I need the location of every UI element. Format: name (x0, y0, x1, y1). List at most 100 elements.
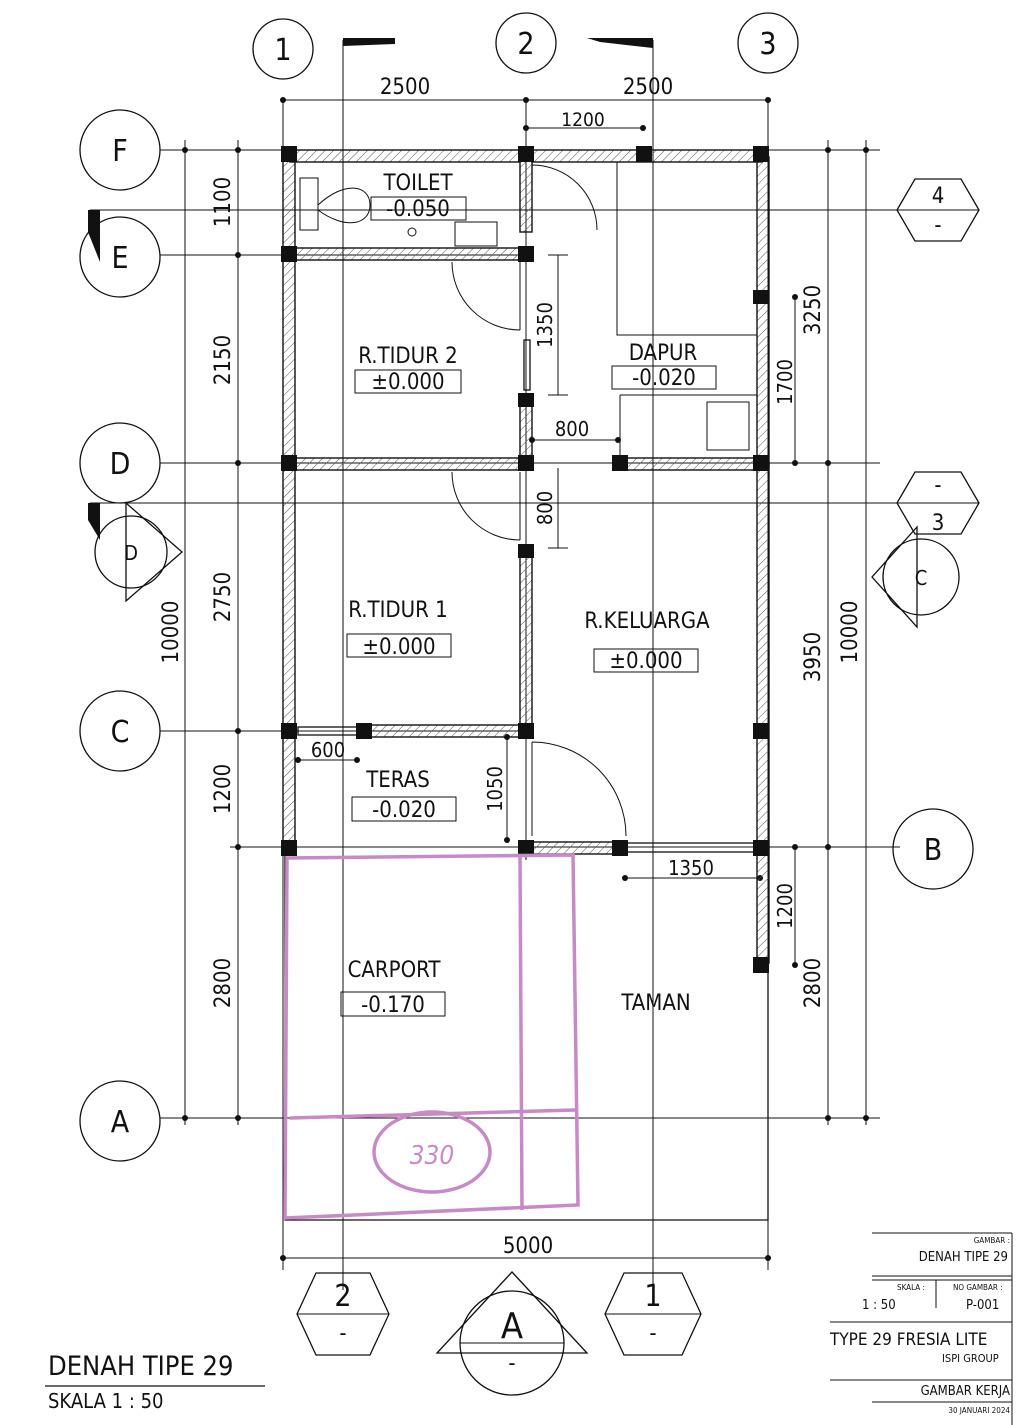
dim-int-1050: 1050 (483, 766, 507, 812)
tb-gambar-value: DENAH TIPE 29 (918, 1250, 1008, 1265)
dim-right-outer: 10000 (838, 601, 863, 664)
room-taman-name: TAMAN (620, 991, 690, 1016)
grid-bubble-e: E (111, 241, 128, 276)
wall (289, 247, 523, 261)
dim-int-800-v: 800 (533, 491, 557, 525)
room-teras-level: -0.020 (372, 798, 436, 823)
wall (756, 156, 770, 468)
walls (281, 146, 770, 973)
grid-bubble-3: 3 (759, 27, 776, 62)
dim-left-4: 1200 (211, 764, 236, 814)
room-carport-name: CARPORT (348, 958, 442, 983)
wall (756, 462, 770, 849)
elevation-c-letter: C (915, 566, 928, 590)
dim-top-1: 2500 (380, 75, 430, 100)
dim-left-3: 2750 (211, 572, 236, 622)
tb-gambar-label: GAMBAR : (973, 1236, 1010, 1245)
room-tidur1-name: R.TIDUR 1 (348, 598, 448, 623)
room-teras-name: TERAS (365, 768, 430, 793)
tb-date: 30 JANUARI 2024 (948, 1406, 1010, 1415)
grid-bubbles: 1 2 3 F E D C B A (79, 12, 974, 1162)
tb-company: ISPI GROUP (942, 1352, 999, 1365)
wall (289, 149, 521, 163)
room-dapur-name: DAPUR (629, 341, 698, 366)
dim-int-1350: 1350 (533, 302, 557, 348)
wall (519, 547, 533, 732)
hand-annotation (283, 853, 580, 1220)
dimension-text: 2500 2500 1200 10000 1100 2150 2750 1200… (159, 75, 863, 1259)
title-block-frame (830, 1232, 1013, 1425)
room-tidur2-level: ±0.000 (371, 370, 444, 395)
section-1-sheet: - (649, 1321, 656, 1346)
carport-mark (289, 854, 576, 1211)
section-4-sheet: - (934, 213, 941, 238)
wall (619, 457, 763, 471)
section-flag-4 (88, 210, 100, 262)
elevation-d-letter: D (124, 541, 138, 565)
site-outline (284, 848, 769, 1221)
dim-int-1350-b: 1350 (668, 856, 714, 880)
dimension-lines (182, 97, 869, 1261)
section-1-number: 1 (644, 1279, 661, 1314)
room-toilet-level: -0.050 (386, 197, 450, 222)
dim-right-1: 3250 (801, 285, 826, 335)
dim-int-1200: 1200 (773, 883, 797, 929)
tb-skala-label: SKALA : (897, 1283, 925, 1292)
section-flag-3 (88, 503, 100, 540)
dim-right-2: 3950 (801, 632, 826, 682)
grid-bubble-2: 2 (517, 27, 534, 62)
section-2-sheet: - (339, 1321, 346, 1346)
wall (756, 847, 770, 964)
dim-left-2: 2150 (211, 335, 236, 385)
room-labels: TOILET -0.050 R.TIDUR 2 ±0.000 DAPUR -0.… (340, 171, 717, 1018)
grid-bubble-d: D (110, 447, 131, 482)
grid-bubble-c: C (111, 715, 130, 750)
door-toilet (531, 164, 598, 231)
dim-top-2: 2500 (623, 75, 673, 100)
grid-bubble-a: A (111, 1105, 130, 1140)
wall (289, 457, 523, 471)
dim-right-3: 2800 (801, 958, 826, 1008)
room-tidur1-level: ±0.000 (362, 635, 435, 660)
annotation-circle (372, 1110, 492, 1194)
grid-bubble-f: F (112, 134, 128, 169)
room-tidur2-name: R.TIDUR 2 (358, 344, 458, 369)
wall (519, 156, 533, 233)
drawing-title-heading: DENAH TIPE 29 (48, 1351, 233, 1382)
tb-skala-value: 1 : 50 (862, 1298, 896, 1313)
section-2-number: 2 (334, 1279, 351, 1314)
dim-int-800-h: 800 (555, 417, 589, 441)
room-toilet-name: TOILET (382, 171, 453, 196)
kitchen-sink (706, 401, 750, 451)
room-carport-level: -0.170 (361, 993, 425, 1018)
door-main (531, 741, 627, 837)
dim-bottom: 5000 (503, 1234, 553, 1259)
sink (454, 221, 498, 247)
tb-no-value: P-001 (966, 1298, 1000, 1313)
door-tidur-2 (451, 261, 521, 331)
drawing-title: DENAH TIPE 29 SKALA 1 : 50 (45, 1351, 265, 1413)
dim-int-1700: 1700 (773, 359, 797, 405)
annotation-number: 330 (410, 1141, 455, 1171)
wall (363, 724, 525, 738)
door-tidur-1 (451, 471, 521, 541)
room-keluarga-level: ±0.000 (609, 649, 682, 674)
window (523, 339, 531, 391)
elevation-a-sheet: - (508, 1351, 515, 1376)
carport-mark (283, 853, 580, 1220)
toilet-fixture (299, 177, 371, 231)
wall (531, 841, 615, 855)
grid-bubble-1: 1 (274, 33, 291, 68)
grid-bubble-b: B (924, 833, 943, 868)
dim-left-1: 1100 (211, 177, 236, 227)
section-markers: 4 - - 3 2 - 1 - A - D C (94, 178, 980, 1396)
dim-left-outer: 10000 (159, 601, 184, 664)
tb-no-label: NO GAMBAR : (953, 1283, 1003, 1292)
section-flag-1 (587, 38, 653, 48)
section-flag-2 (343, 38, 395, 46)
drawing-title-scale: SKALA 1 : 50 (48, 1389, 164, 1413)
section-4-number: 4 (932, 184, 945, 209)
dim-top-3: 1200 (561, 109, 605, 131)
tb-stage: GAMBAR KERJA (920, 1384, 1010, 1399)
